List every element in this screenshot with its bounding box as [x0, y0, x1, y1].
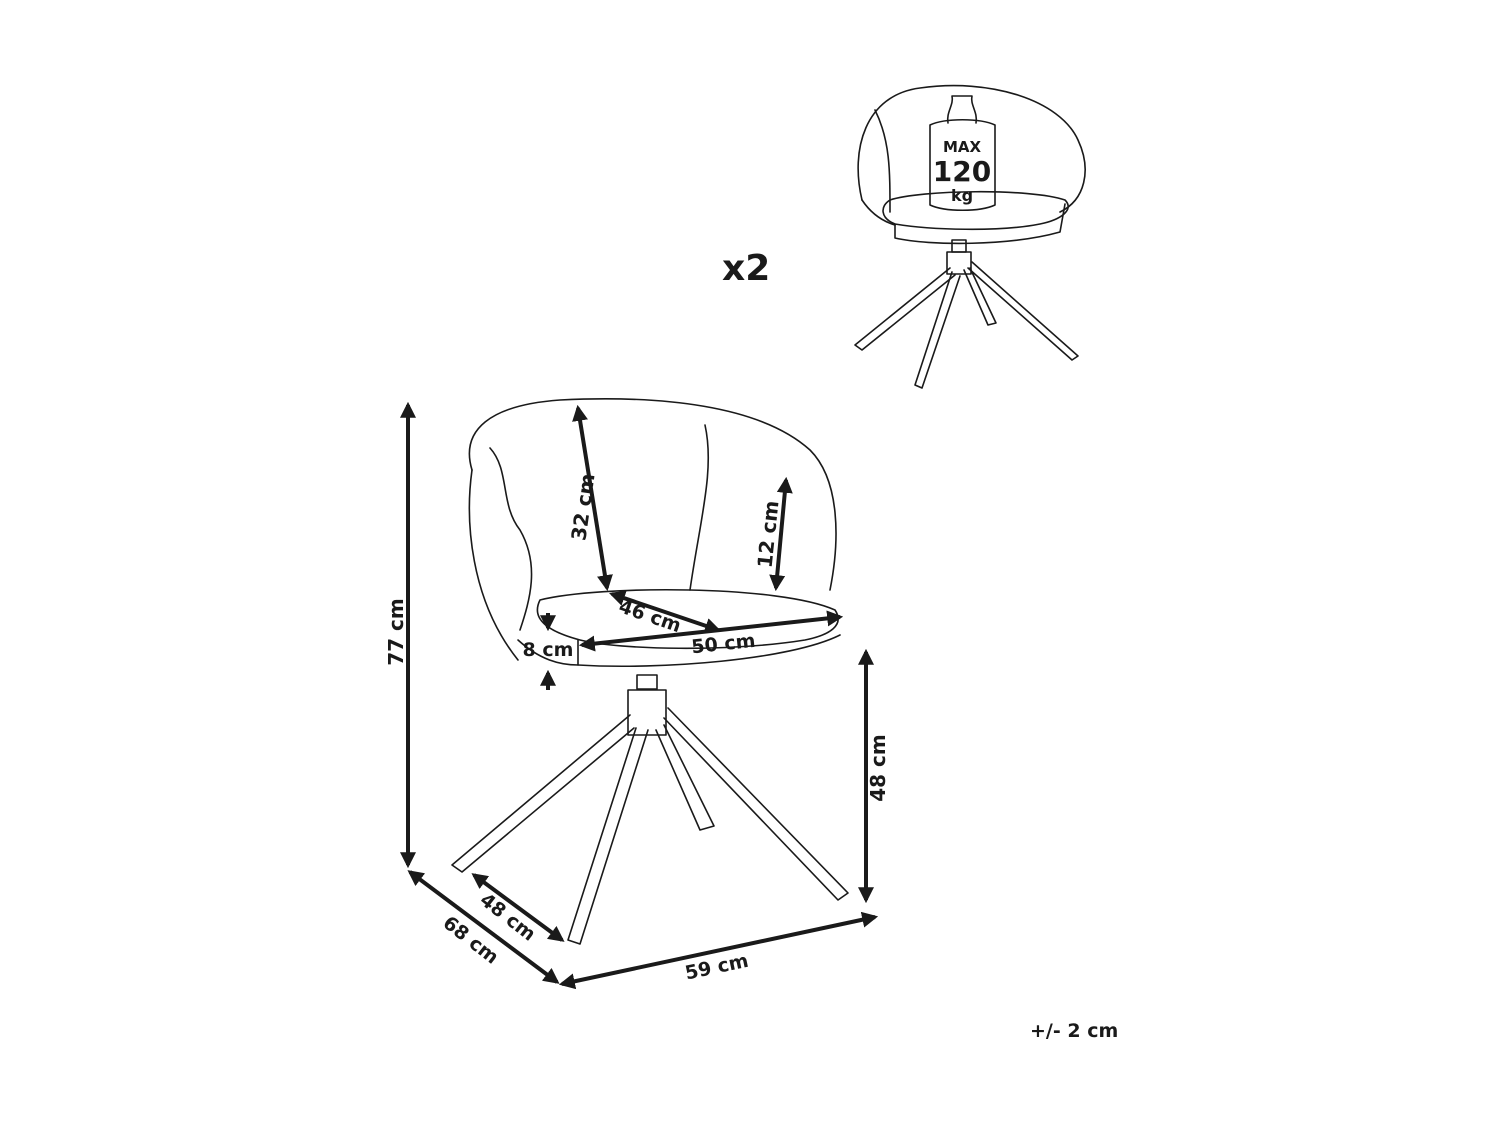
backrest-height-dimension	[572, 404, 613, 592]
armrest-height-dimension	[769, 476, 793, 592]
backrest-height-label: 32 cm	[566, 472, 599, 542]
total-height-label: 77 cm	[384, 598, 408, 666]
seat-thickness-label: 8 cm	[523, 639, 574, 661]
small-chair-illustration	[854, 84, 1086, 389]
seat-depth-label: 46 cm	[616, 595, 684, 637]
max-load-value: 120	[933, 155, 991, 188]
total-width-dimension	[558, 911, 879, 990]
total-depth-dimension	[407, 870, 560, 984]
max-label: MAX	[943, 138, 982, 156]
max-load-unit: kg	[951, 186, 973, 205]
seat-height-label: 48 cm	[866, 734, 890, 802]
total-depth-label: 68 cm	[439, 912, 503, 969]
tolerance-note: +/- 2 cm	[1030, 1020, 1118, 1042]
large-chair-illustration	[451, 398, 849, 945]
seat-width-dimension	[578, 610, 844, 652]
quantity-label: x2	[722, 248, 770, 289]
